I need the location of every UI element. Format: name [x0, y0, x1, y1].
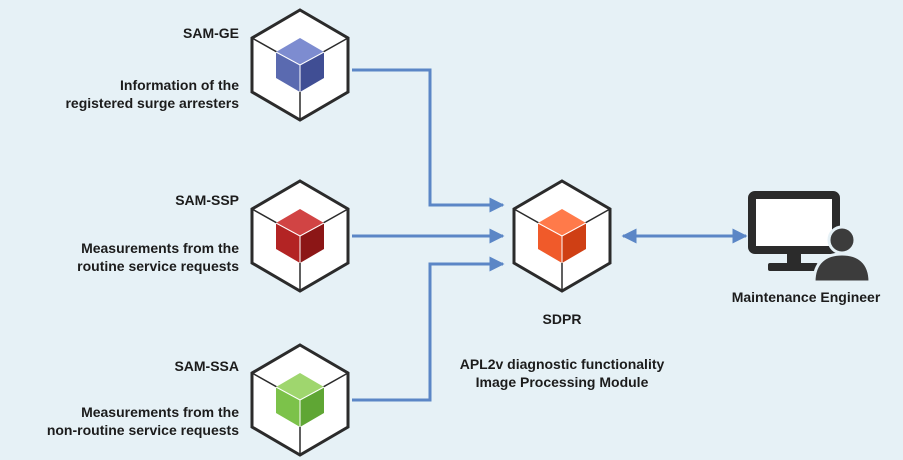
- sam-ge-desc-line2: registered surge arresters: [65, 95, 239, 111]
- user-icon: [812, 225, 872, 284]
- sdpr-label: SDPR: [542, 311, 582, 327]
- cube-icon-green: [275, 373, 325, 427]
- connector-ssa-to-sdpr: [352, 256, 505, 402]
- sam-ssa-desc-line2: non-routine service requests: [46, 422, 239, 438]
- cube-icon-blue: [275, 38, 325, 92]
- connector-ge-to-sdpr: [352, 68, 505, 213]
- connectors: [352, 68, 748, 402]
- sam-ssa-desc-line1: Measurements from the: [81, 404, 239, 420]
- node-sam-ge: [250, 8, 350, 122]
- sam-ge-desc-line1: Information of the: [120, 77, 239, 93]
- cube-icon-red: [275, 209, 325, 263]
- node-sam-ssa: [250, 343, 350, 457]
- node-sam-ssp: [250, 179, 350, 293]
- maintenance-engineer-label: Maintenance Engineer: [731, 289, 881, 305]
- sam-ge-label: SAM-GE: [183, 25, 239, 41]
- sdpr-desc-line1: APL2v diagnostic functionality: [459, 356, 665, 372]
- sam-ssp-desc-line2: routine service requests: [77, 258, 239, 274]
- sam-ssp-label: SAM-SSP: [175, 192, 239, 208]
- sam-ssa-label: SAM-SSA: [174, 358, 239, 374]
- node-sdpr: [512, 179, 612, 293]
- computer-user-icon: [748, 191, 872, 284]
- cube-icon-orange: [537, 209, 587, 263]
- sam-ssp-desc-line1: Measurements from the: [81, 240, 239, 256]
- sdpr-desc-line2: Image Processing Module: [475, 374, 649, 390]
- monitor-icon: [748, 191, 840, 254]
